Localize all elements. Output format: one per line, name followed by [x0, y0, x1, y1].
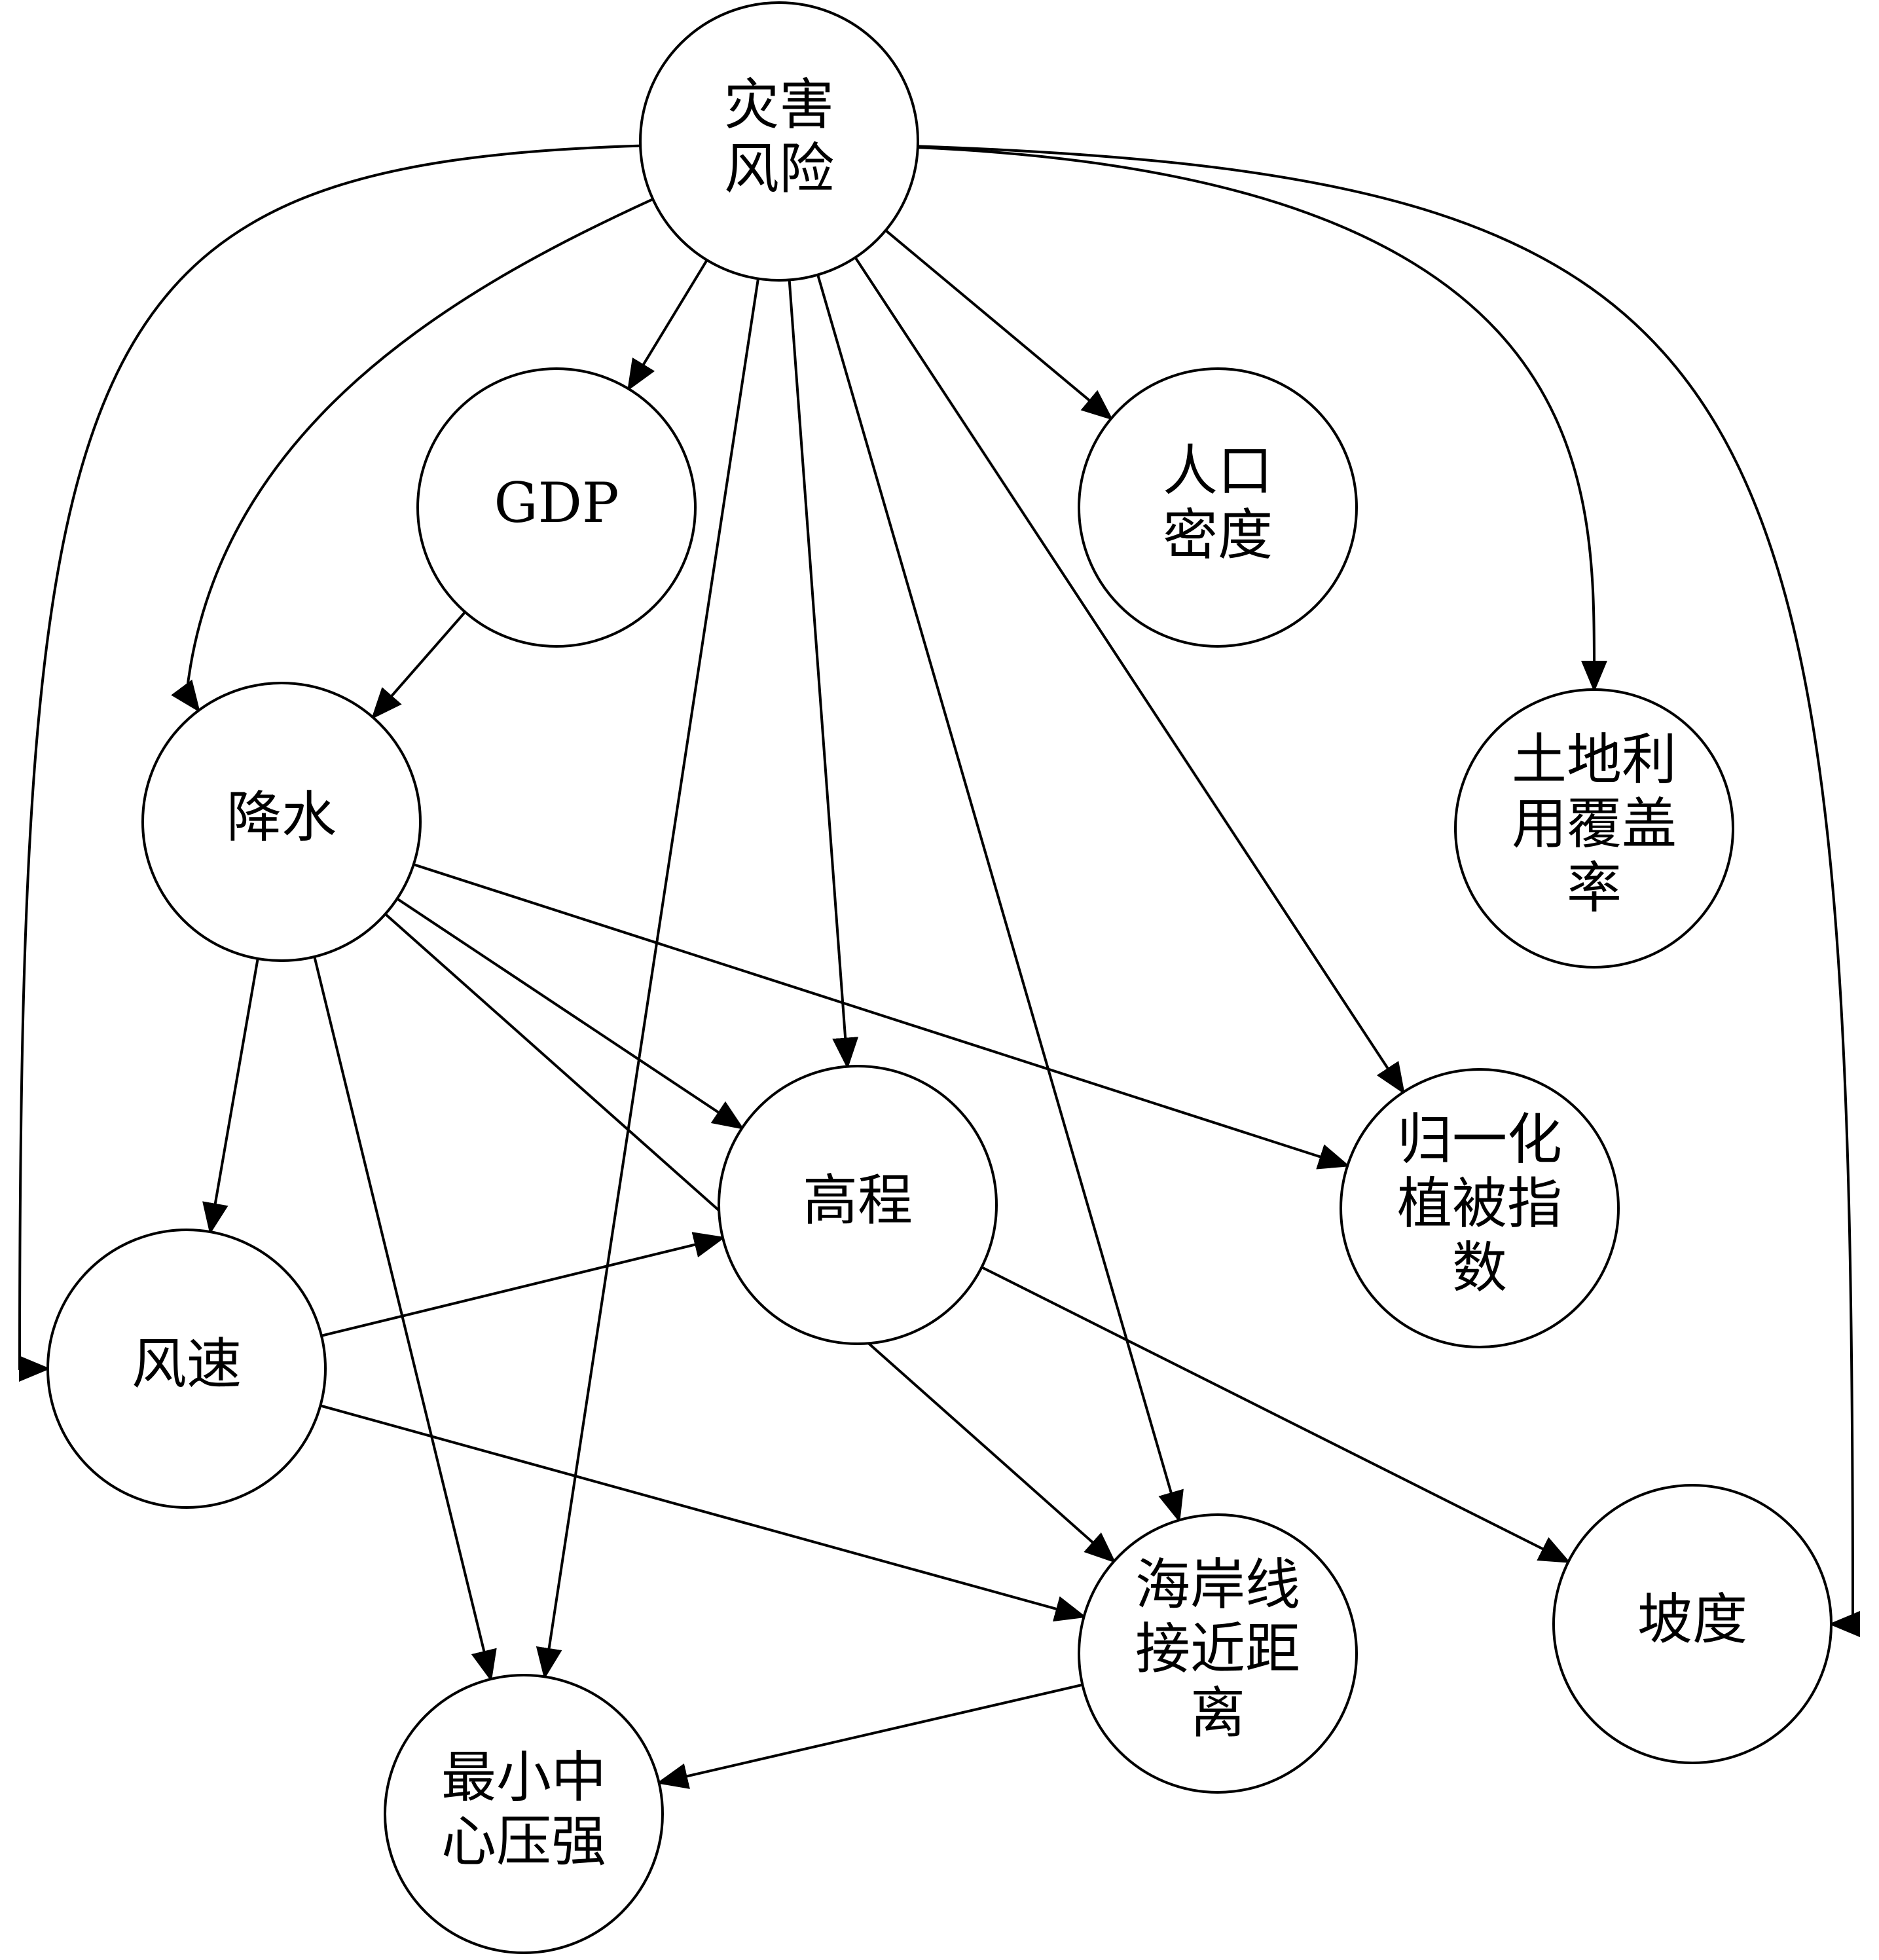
node-label-line: 用覆盖	[1512, 792, 1677, 856]
edge-risk-to-pressure	[536, 278, 759, 1680]
node-rain: 降水	[141, 682, 422, 962]
edge-risk-to-gdp	[627, 259, 708, 392]
node-circle	[1078, 1513, 1358, 1794]
node-label-line: 最小中	[441, 1745, 606, 1809]
edge-rain-to-wind	[202, 958, 259, 1235]
node-label-line: 灾害	[724, 73, 834, 137]
node-label-line: 土地利	[1512, 728, 1677, 792]
node-label-line: 率	[1567, 856, 1622, 920]
edge-risk-to-slope	[917, 145, 1860, 1637]
edge-risk-to-wind	[18, 144, 641, 1382]
edge-wind-to-elevation	[321, 1232, 725, 1337]
node-label-line: 密度	[1163, 503, 1273, 567]
node-label-line: 风险	[724, 137, 834, 201]
edge-risk-to-ndvi	[854, 257, 1405, 1095]
edge-gdp-to-rain	[371, 611, 466, 720]
node-circle	[1454, 688, 1734, 969]
node-label-line: 海岸线	[1135, 1553, 1300, 1617]
node-circle	[1340, 1068, 1620, 1348]
node-slope: 坡度	[1552, 1484, 1833, 1764]
node-label-line: 数	[1452, 1236, 1507, 1300]
edge-risk-to-landuse	[917, 146, 1607, 692]
edge-coast-to-pressure	[656, 1683, 1083, 1789]
node-label-line: 归一化	[1397, 1107, 1562, 1172]
node-wind: 风速	[46, 1229, 327, 1509]
node-elevation: 高程	[718, 1065, 998, 1345]
edge-risk-to-elevation	[788, 280, 859, 1069]
edge-elevation-to-slope	[981, 1266, 1571, 1563]
node-circle	[46, 1229, 327, 1509]
node-label-line: 植被指	[1397, 1172, 1562, 1236]
edge-rain-to-elevation	[396, 897, 744, 1130]
node-circle	[141, 682, 422, 962]
node-label-line: 离	[1190, 1681, 1245, 1745]
node-label-line: 坡度	[1637, 1587, 1747, 1652]
node-circle	[1552, 1484, 1833, 1764]
edge-rain-to-pressure	[313, 956, 497, 1682]
node-label-line: 风速	[132, 1332, 242, 1396]
node-gdp: GDP	[416, 367, 697, 648]
edge-rain-to-ndvi	[413, 863, 1351, 1170]
node-label-line: GDP	[494, 471, 619, 535]
node-circle	[639, 1, 919, 282]
node-label-line: 心压强	[441, 1809, 606, 1874]
edge-risk-to-rain	[171, 198, 654, 713]
edge-risk-to-coast	[816, 274, 1184, 1523]
edge-risk-to-population	[885, 229, 1114, 420]
node-label-line: 接近距	[1135, 1617, 1300, 1681]
node-circle	[384, 1674, 664, 1954]
node-label-line: 人口	[1163, 439, 1273, 503]
node-label-line: 降水	[227, 785, 337, 849]
edge-wind-to-coast	[319, 1404, 1087, 1622]
node-label-line: 高程	[803, 1168, 913, 1232]
node-circle	[1078, 367, 1358, 648]
node-circle	[416, 367, 697, 648]
node-circle	[718, 1065, 998, 1345]
